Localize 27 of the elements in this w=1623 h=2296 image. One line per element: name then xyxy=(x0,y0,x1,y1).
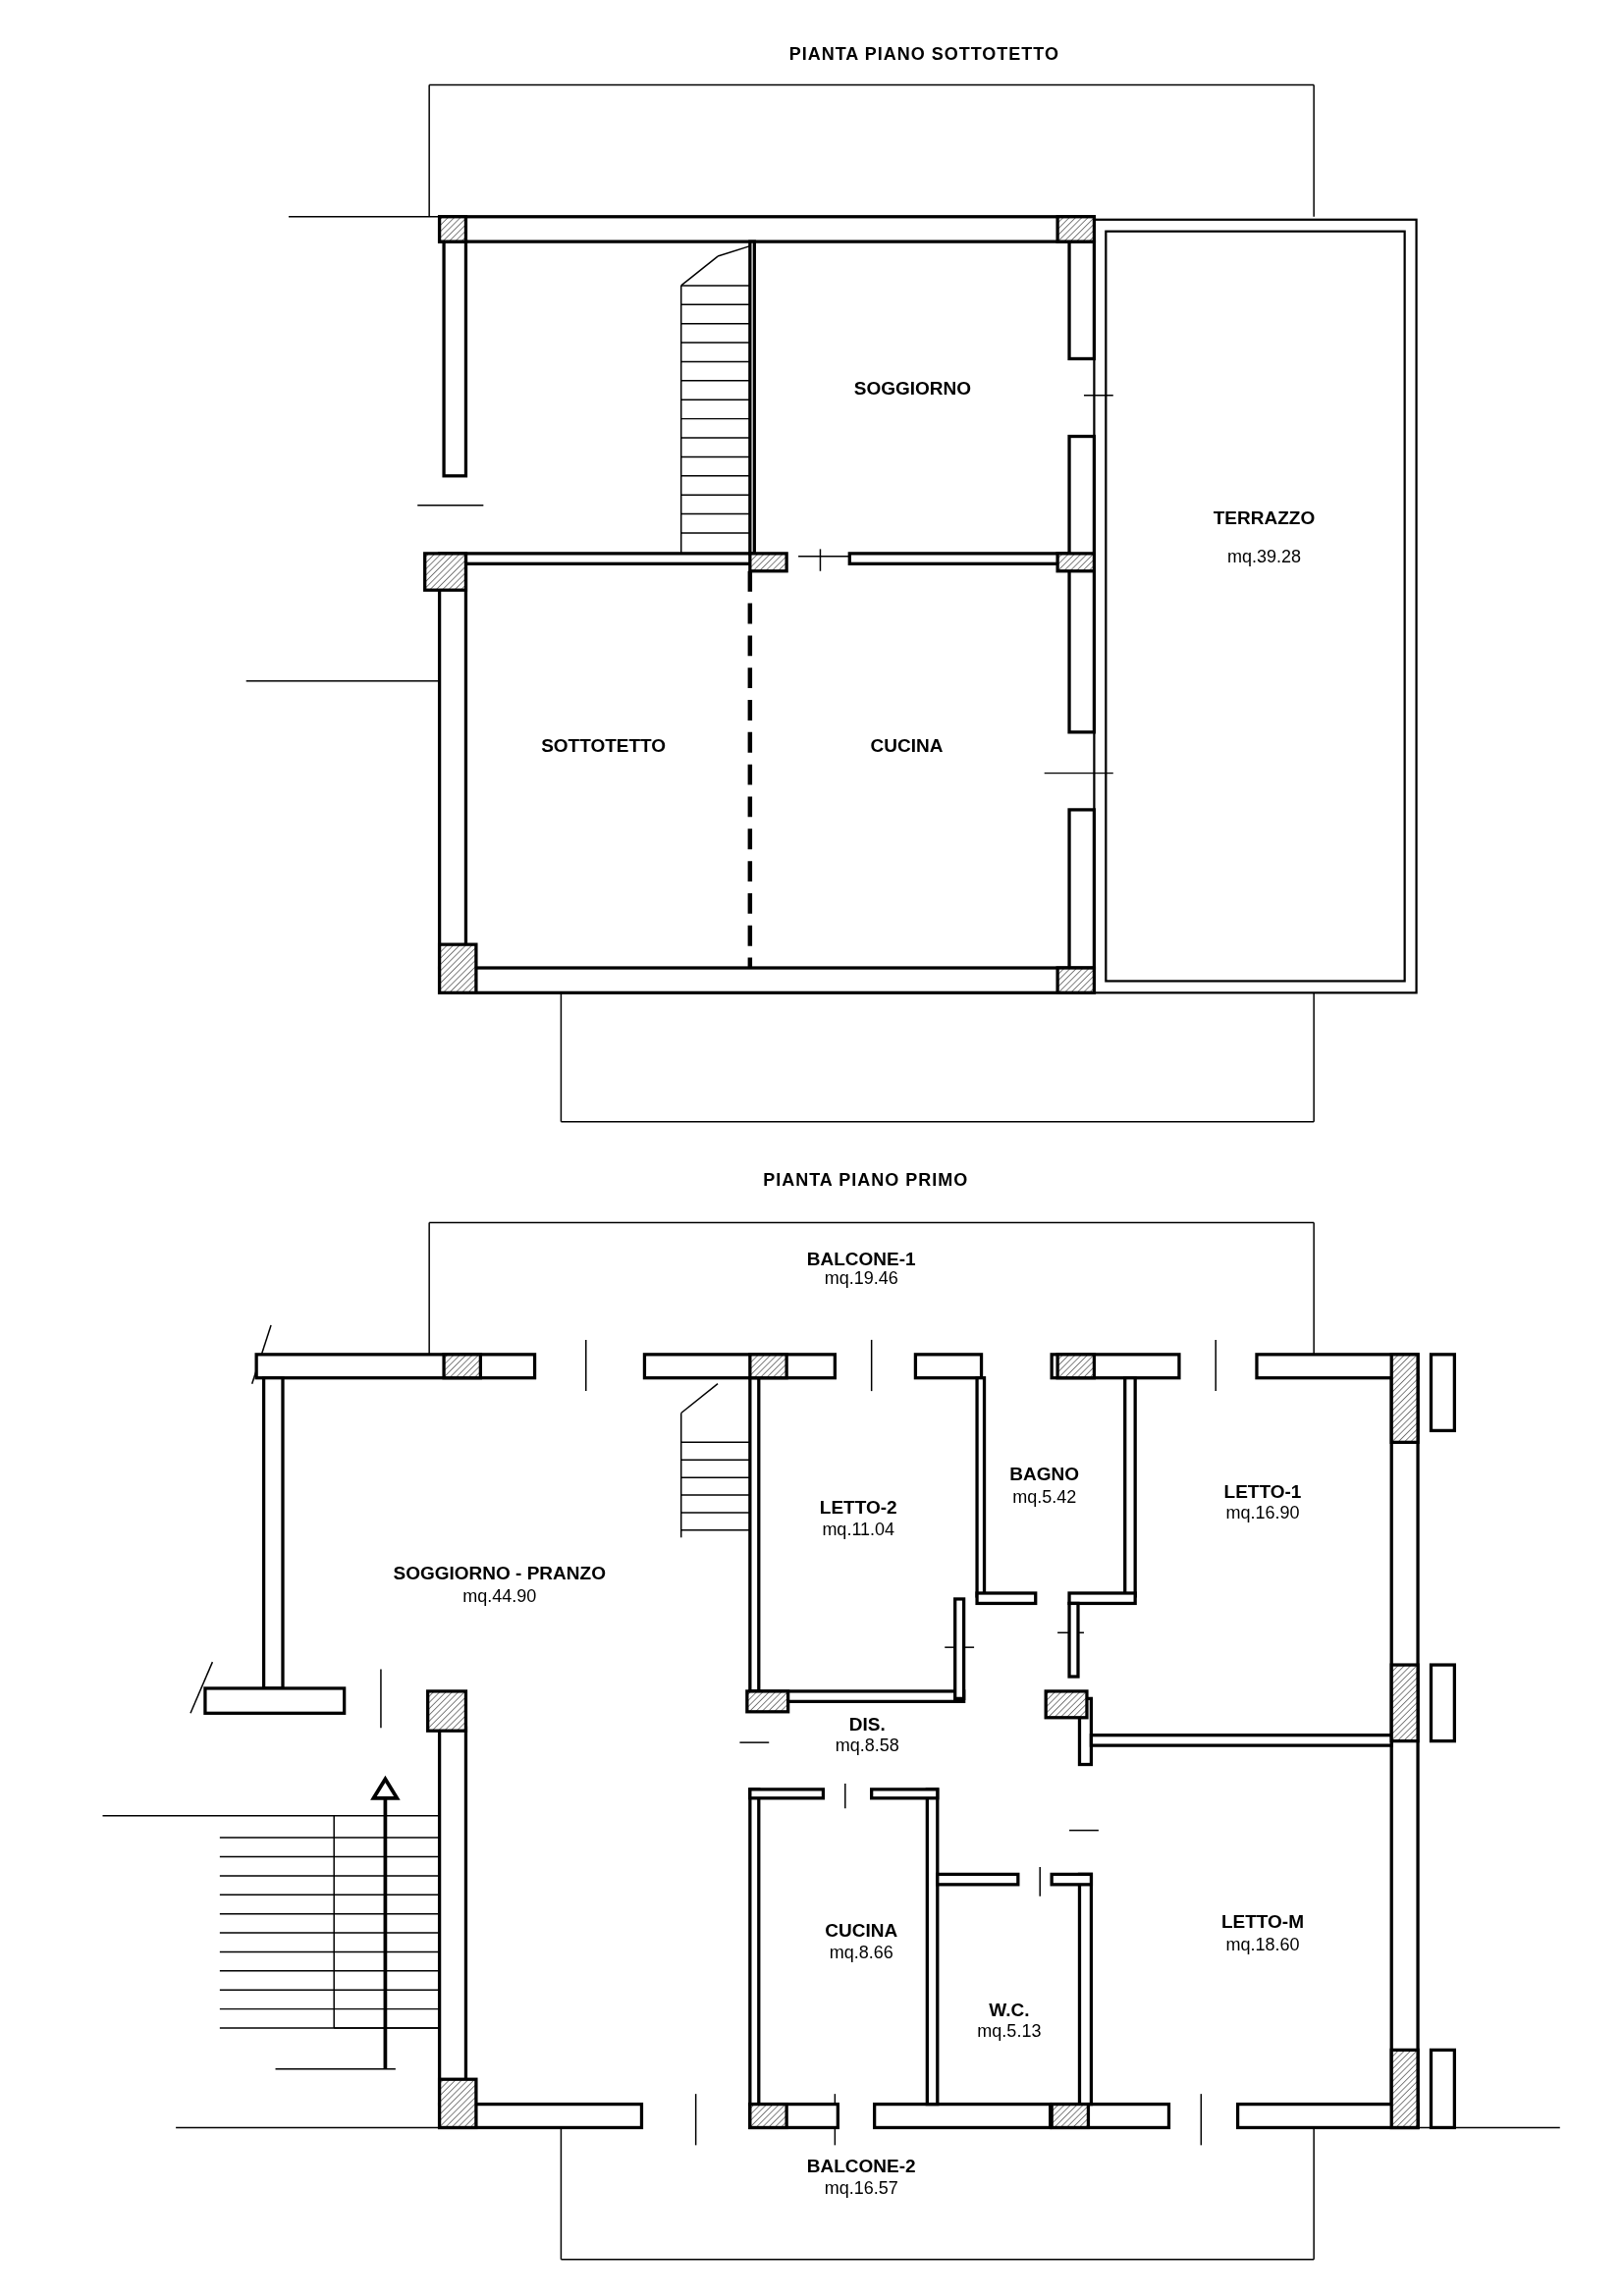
room-label: BALCONE-1 xyxy=(806,1249,916,1267)
area-label: mq.5.13 xyxy=(977,2022,1042,2041)
plan-title: PIANTA PIANO PRIMO xyxy=(763,1171,969,1190)
area-label: mq.5.42 xyxy=(1012,1487,1077,1506)
area-label: mq.8.66 xyxy=(829,1943,893,1961)
room-label: BAGNO xyxy=(1009,1464,1080,1483)
area-label: mq.8.58 xyxy=(835,1736,899,1755)
room-label: DIS. xyxy=(848,1714,886,1734)
area-label: mq.16.90 xyxy=(1225,1504,1300,1522)
room-label: CUCINA xyxy=(870,735,944,755)
room-label: SOGGIORNO - PRANZO xyxy=(393,1563,606,1582)
room-label: W.C. xyxy=(989,2000,1030,2019)
room-label: LETTO-M xyxy=(1220,1911,1305,1931)
plan-title: PIANTA PIANO SOTTOTETTO xyxy=(788,45,1060,64)
area-label: mq.11.04 xyxy=(822,1520,895,1538)
area-label: mq.44.90 xyxy=(462,1587,537,1606)
room-label: BALCONE-2 xyxy=(806,2157,916,2175)
area-label: mq.19.46 xyxy=(824,1269,898,1288)
area-label: mq.16.57 xyxy=(824,2178,898,2197)
room-label: SOGGIORNO xyxy=(853,378,972,398)
room-label: SOTTOTETTO xyxy=(541,735,667,755)
area-label: mq.39.28 xyxy=(1226,547,1301,565)
room-label: LETTO-2 xyxy=(819,1497,897,1517)
area-label: mq.18.60 xyxy=(1225,1936,1300,1954)
room-label: TERRAZZO xyxy=(1213,507,1316,527)
room-label: LETTO-1 xyxy=(1223,1481,1302,1501)
room-label: CUCINA xyxy=(825,1920,898,1940)
